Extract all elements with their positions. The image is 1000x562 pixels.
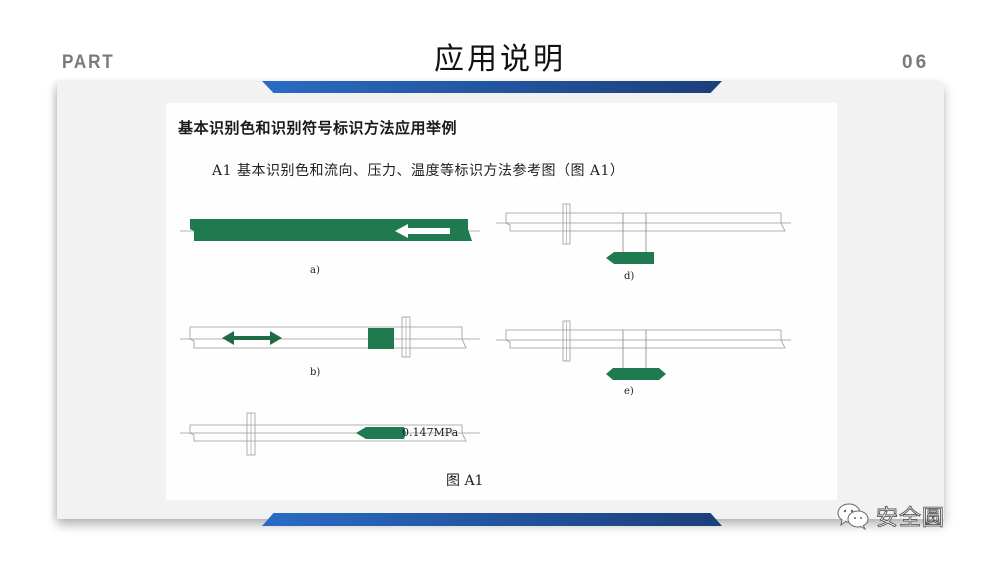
page-number: 06	[902, 52, 930, 73]
accent-bar-top	[262, 81, 722, 93]
document-image: 基本识别色和识别符号标识方法应用举例 A1 基本识别色和流向、压力、温度等标识方…	[166, 103, 837, 500]
part-label: PART	[62, 52, 115, 73]
figure-b-pipe-diagram	[180, 316, 480, 358]
figure-caption: 图 A1	[446, 473, 484, 489]
figure-c-pipe-diagram	[180, 412, 480, 456]
figure-e-pipe-diagram	[496, 320, 791, 380]
watermark: 安全圆	[836, 500, 945, 532]
figure-e-caption: e)	[624, 386, 634, 397]
document-heading: 基本识别色和识别符号标识方法应用举例	[178, 119, 458, 137]
accent-bar-bottom	[262, 513, 722, 526]
wechat-icon	[837, 503, 869, 530]
figure-d-pipe-diagram	[496, 203, 791, 264]
figure-d-caption: d)	[624, 271, 635, 282]
figure-a-pipe-diagram	[180, 219, 480, 241]
document-subheading: A1 基本识别色和流向、压力、温度等标识方法参考图（图 A1）	[212, 163, 625, 179]
figure-a-caption: a)	[310, 265, 320, 276]
figure-c-pressure-label: 0.147MPa	[402, 426, 459, 439]
page-title: 应用说明	[434, 42, 566, 77]
figure-b-caption: b)	[310, 367, 321, 378]
watermark-text: 安全圆	[876, 506, 946, 532]
